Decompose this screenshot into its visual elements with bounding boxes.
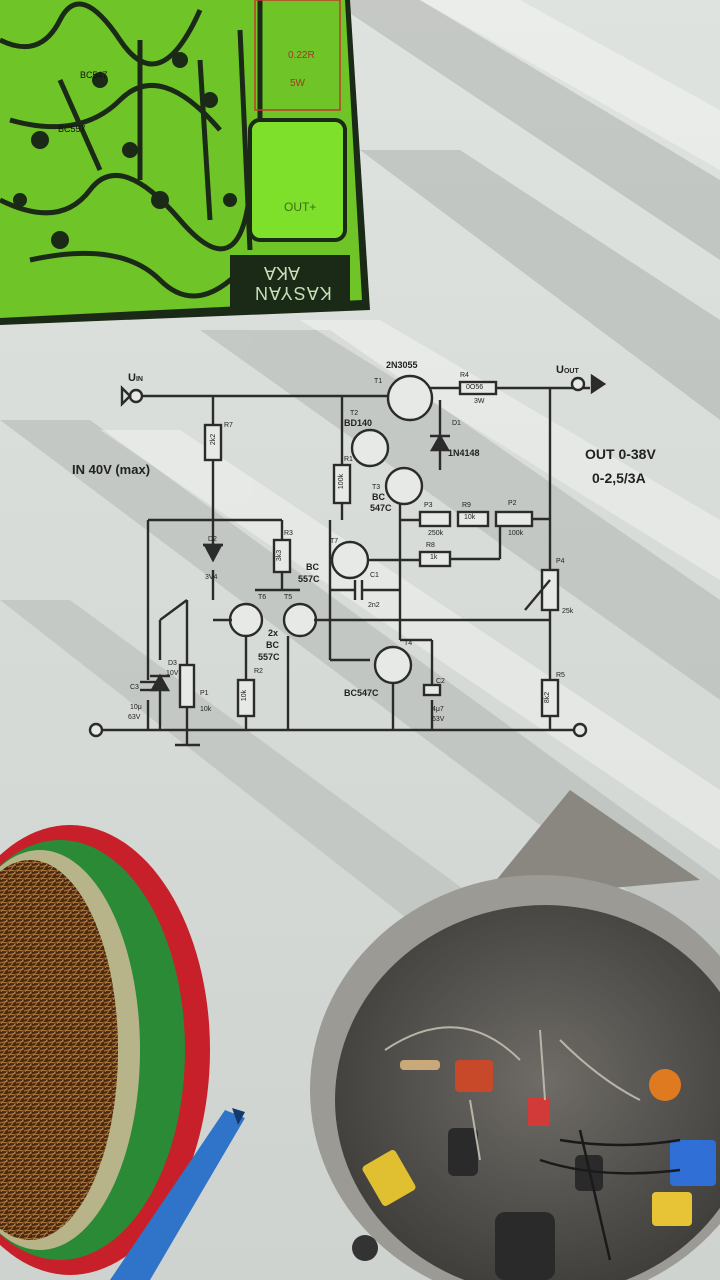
- r7-value: 2k2: [210, 433, 218, 446]
- output-voltage-note: OUT 0-38V: [585, 446, 656, 462]
- pcb-label-power: 5W: [290, 78, 305, 89]
- t56-part-1: 2x: [268, 628, 279, 638]
- t1-ref: T1: [374, 378, 383, 385]
- p2-value: 100k: [508, 530, 524, 537]
- r5-ref: R5: [556, 672, 565, 679]
- t2-ref: T2: [350, 410, 359, 417]
- c3-ref: C3: [130, 684, 139, 691]
- r2-ref: R2: [254, 668, 263, 675]
- t1-part: 2N3055: [386, 360, 418, 370]
- t7-ref: T7: [330, 538, 339, 545]
- r9-ref: R9: [462, 502, 471, 509]
- d2-ref: D2: [208, 536, 217, 543]
- pcb-label-out: OUT+: [284, 200, 317, 214]
- schematic-wires: [88, 373, 607, 747]
- input-label-u: U: [128, 372, 136, 384]
- r7-ref: R7: [224, 422, 233, 429]
- r8-value: 1k: [430, 554, 438, 561]
- p1-ref: P1: [200, 690, 209, 697]
- t3-part-1: BC: [372, 492, 385, 502]
- r4-ref: R4: [460, 372, 469, 379]
- r3-ref: R3: [284, 530, 293, 537]
- pcb-label-resistor: 0.22R: [288, 50, 315, 61]
- pcb-printout: [0, 0, 370, 325]
- r9-value: 10k: [464, 514, 476, 521]
- pcb-label-bc557: BC557: [58, 124, 86, 134]
- c1-value: 2n2: [368, 602, 380, 609]
- r4-power: 3W: [474, 398, 485, 405]
- r4-value: 0O56: [466, 384, 484, 391]
- r1-ref: R1: [344, 456, 353, 463]
- d1-ref: D1: [452, 420, 461, 427]
- component-dish: [310, 790, 720, 1280]
- p1-value: 10k: [200, 706, 212, 713]
- solder-wool-tin: [0, 825, 210, 1275]
- d2-value: 3V4: [205, 574, 218, 581]
- c2-voltage: 63V: [432, 716, 445, 723]
- output-label: UOUT: [556, 364, 579, 376]
- output-label-u: U: [556, 364, 564, 376]
- t2-part: BD140: [344, 418, 373, 428]
- t6-ref: T6: [258, 594, 267, 601]
- r1-value: 100k: [338, 473, 346, 490]
- t3-ref: T3: [372, 484, 381, 491]
- p3-value: 250k: [428, 530, 444, 537]
- t7-part-1: BC: [306, 562, 319, 572]
- t7-part-2: 557C: [298, 574, 320, 584]
- t56-part-2: BC: [266, 640, 279, 650]
- pcb-label-bc547: BC547: [80, 70, 108, 80]
- t4-ref: T4: [404, 640, 413, 647]
- t3-part-2: 547C: [370, 503, 392, 513]
- pcb-credit-aka: AKA: [264, 263, 301, 283]
- c3-voltage: 63V: [128, 714, 141, 721]
- p3-ref: P3: [424, 502, 433, 509]
- c3-value: 10μ: [130, 704, 142, 711]
- p2-ref: P2: [508, 500, 517, 507]
- d1-part: 1N4148: [448, 448, 480, 458]
- t4-part: BC547C: [344, 688, 379, 698]
- c2-ref: C2: [436, 678, 445, 685]
- t56-part-3: 557C: [258, 652, 280, 662]
- r8-ref: R8: [426, 542, 435, 549]
- output-label-sub: OUT: [563, 368, 579, 375]
- r2-value: 10k: [241, 689, 249, 702]
- p4-value: 25k: [562, 608, 574, 615]
- output-current-note: 0-2,5/3A: [592, 470, 646, 486]
- pcb-credit-kasyan: KASYAN: [254, 283, 332, 303]
- c1-ref: C1: [370, 572, 379, 579]
- blue-pen: [110, 1108, 245, 1280]
- input-voltage-note: IN 40V (max): [72, 462, 151, 477]
- r3-value: 3k3: [276, 549, 284, 562]
- t5-ref: T5: [284, 594, 293, 601]
- r5-value: 8k2: [544, 691, 552, 704]
- input-label-sub: IN: [135, 376, 143, 383]
- d3-ref: D3: [168, 660, 177, 667]
- p4-ref: P4: [556, 558, 565, 565]
- d3-value: 10V: [166, 670, 179, 677]
- input-label: UIN: [128, 372, 143, 384]
- c2-value: 4μ7: [432, 706, 444, 713]
